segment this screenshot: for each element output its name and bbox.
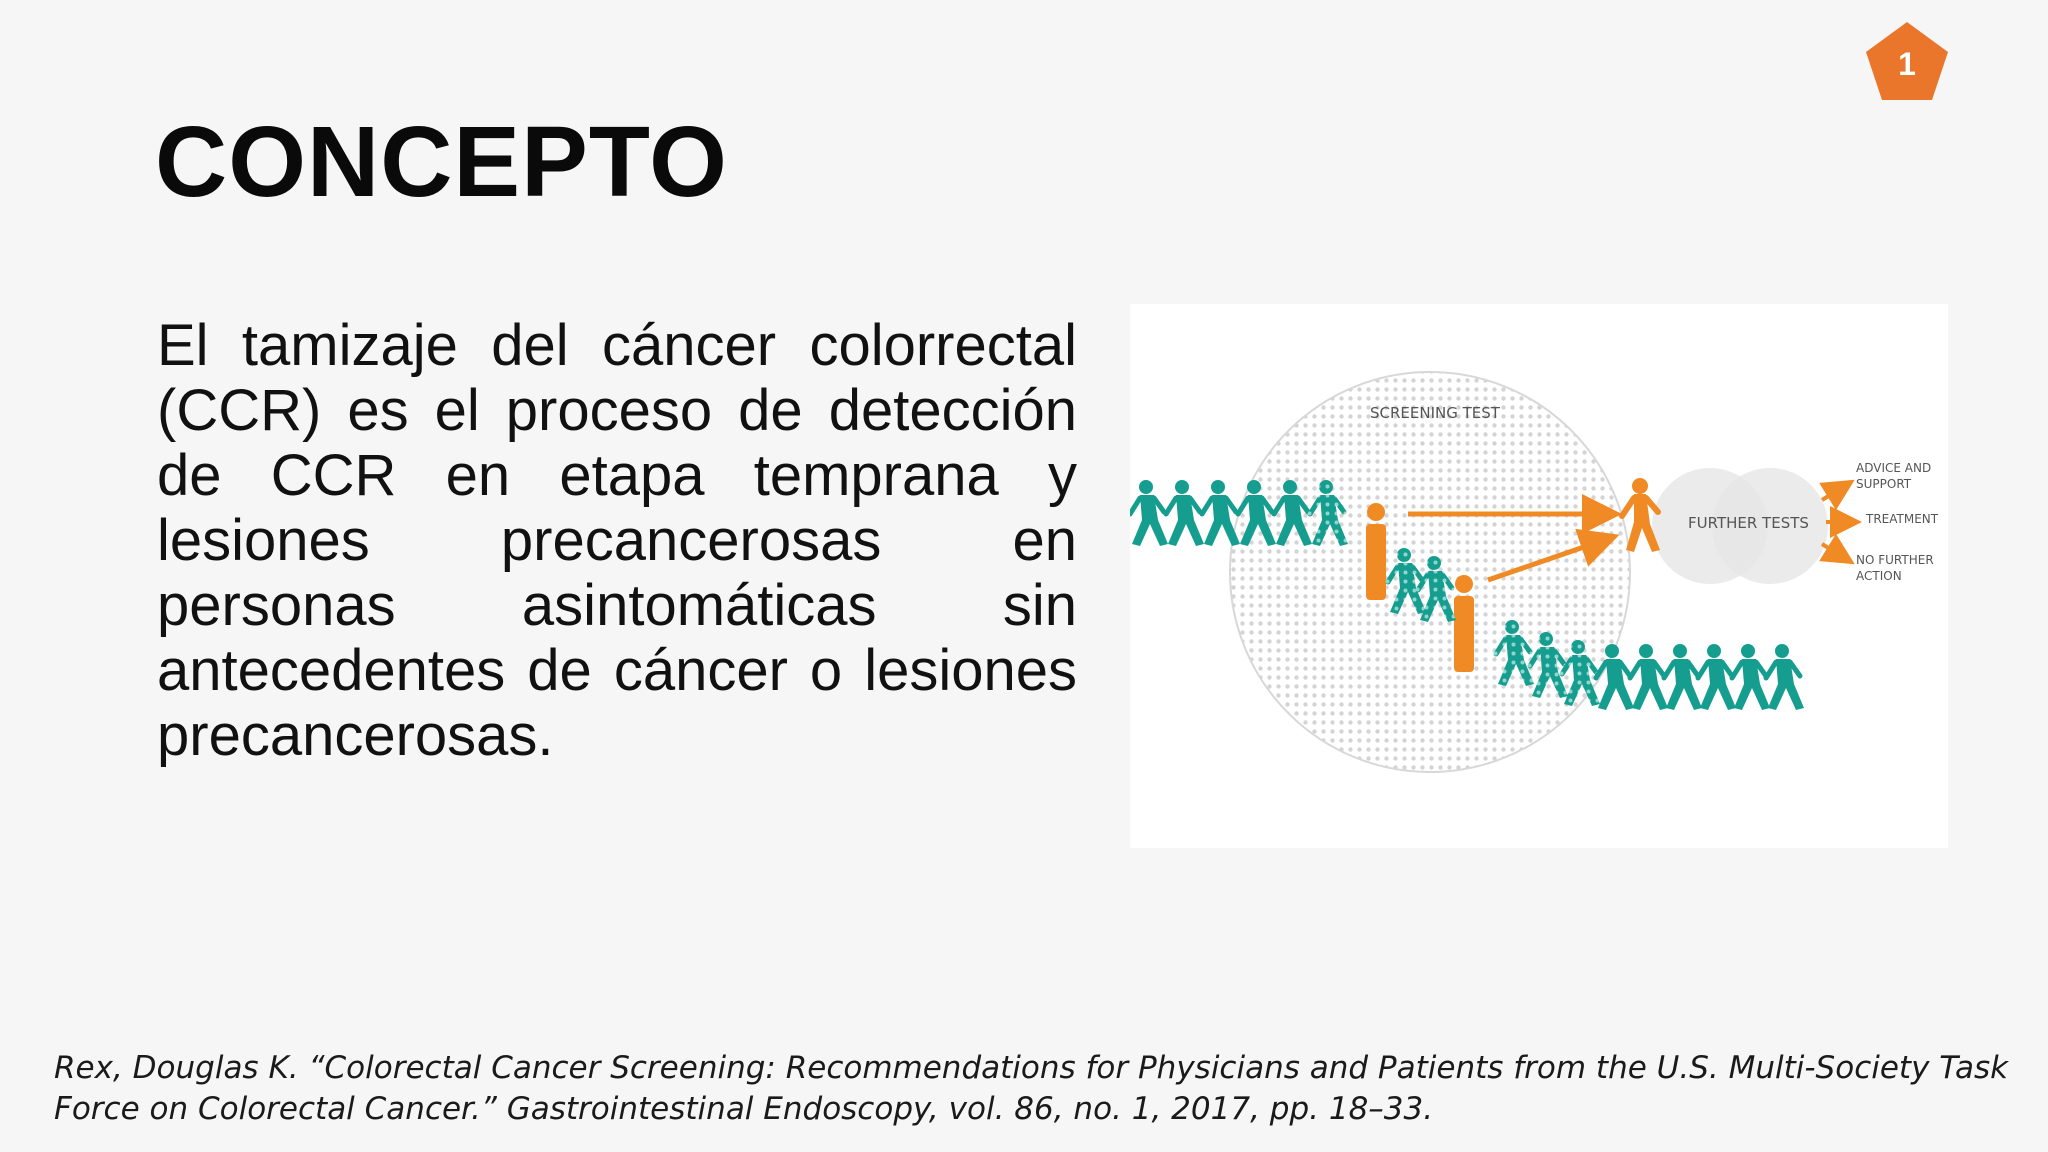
screening-illustration: SCREENING TEST FURTHER TESTS ADVICE AND … [1130, 304, 1948, 848]
pentagon-icon [1866, 22, 1948, 100]
walking-person-teal-left-1 [1130, 480, 1168, 546]
page-number: 1 [1898, 46, 1916, 82]
treatment-label: TREATMENT [1866, 512, 1939, 526]
walking-person-dotted-5 [1527, 632, 1568, 698]
walking-person-teal-right-4 [1695, 644, 1736, 710]
body-paragraph: El tamizaje del cáncer colorrectal (CCR)… [157, 313, 1077, 768]
slide-title: CONCEPTO [155, 106, 728, 218]
arrow-to-further-tests-bottom [1487, 528, 1620, 583]
walking-person-teal-right-3 [1661, 644, 1702, 710]
screening-test-label: SCREENING TEST [1370, 404, 1500, 422]
standing-person-orange-1 [1366, 503, 1386, 600]
walking-person-teal-left-2 [1163, 480, 1204, 546]
walking-person-dotted-4 [1493, 620, 1534, 686]
no-further-action-label: NO FURTHER ACTION [1856, 553, 1934, 583]
further-tests-label: FURTHER TESTS [1688, 514, 1809, 532]
page-number-badge: 1 [1864, 20, 1950, 104]
walking-person-orange [1619, 478, 1661, 552]
further-tests-circle-right [1712, 468, 1828, 584]
screening-diagram [1130, 371, 1862, 773]
walking-person-dotted-6 [1559, 640, 1600, 706]
walking-person-dotted-1 [1307, 480, 1348, 546]
walking-person-teal-left-3 [1199, 480, 1240, 546]
walking-person-teal-left-4 [1235, 480, 1276, 546]
walking-person-teal-right-5 [1729, 644, 1770, 710]
walking-person-teal-left-5 [1271, 480, 1312, 546]
walking-person-teal-right-1 [1593, 644, 1634, 710]
walking-person-dotted-3 [1415, 556, 1456, 622]
standing-person-orange-2 [1454, 575, 1474, 672]
advice-support-label: ADVICE AND SUPPORT [1856, 461, 1932, 491]
walking-person-teal-right-6 [1763, 644, 1804, 710]
walking-person-dotted-2 [1385, 548, 1426, 614]
citation: Rex, Douglas K. “Colorectal Cancer Scree… [54, 1050, 2009, 1127]
arrow-advice [1819, 479, 1855, 511]
walking-person-teal-right-2 [1627, 644, 1668, 710]
arrow-no-further [1819, 533, 1855, 565]
